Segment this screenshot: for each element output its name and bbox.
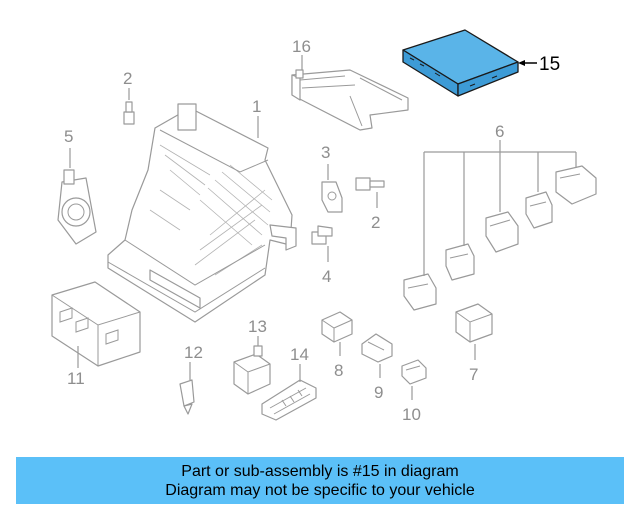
part-number-10: 10 xyxy=(402,405,421,424)
part-15-control-unit[interactable] xyxy=(402,29,519,97)
part-8-clip[interactable] xyxy=(321,311,353,343)
leader-6 xyxy=(423,140,577,276)
part-2-screw-lower[interactable] xyxy=(355,177,385,191)
part-number-2b: 2 xyxy=(371,213,380,232)
part-number-15: 15 xyxy=(539,54,560,75)
part-13-relay[interactable] xyxy=(233,345,271,395)
part-number-9: 9 xyxy=(374,383,383,402)
part-9-bracket[interactable] xyxy=(361,333,393,363)
part-number-8: 8 xyxy=(334,361,343,380)
part-1-fuse-box[interactable] xyxy=(107,103,297,323)
part-3-clip[interactable] xyxy=(321,181,343,213)
part-number-2a: 2 xyxy=(123,69,132,88)
part-number-7: 7 xyxy=(469,365,478,384)
part-6-relay-connectors[interactable] xyxy=(403,165,597,311)
part-10-connector[interactable] xyxy=(401,359,427,385)
part-number-12: 12 xyxy=(184,343,203,362)
part-number-1: 1 xyxy=(252,97,261,116)
part-number-5: 5 xyxy=(64,127,73,146)
info-banner: Part or sub-assembly is #15 in diagram D… xyxy=(16,457,624,504)
part-number-4: 4 xyxy=(322,267,331,286)
part-number-13: 13 xyxy=(248,317,267,336)
parts-diagram: 16 15 2 5 1 3 xyxy=(51,29,597,424)
part-7-relay[interactable] xyxy=(455,303,493,343)
banner-line-1: Part or sub-assembly is #15 in diagram xyxy=(181,462,459,480)
part-number-6: 6 xyxy=(495,122,504,141)
part-11-connector-block[interactable] xyxy=(51,281,141,367)
part-number-11: 11 xyxy=(67,369,85,388)
part-12-fuse[interactable] xyxy=(179,379,195,415)
part-14-fuse-holder[interactable] xyxy=(261,379,317,421)
part-4-bolt[interactable] xyxy=(311,225,333,245)
part-5-speaker[interactable] xyxy=(57,169,97,245)
part-2-screw-upper[interactable] xyxy=(123,101,135,125)
part-number-16: 16 xyxy=(292,37,311,56)
banner-line-2: Diagram may not be specific to your vehi… xyxy=(165,481,475,499)
leader-15-arrow xyxy=(518,60,525,66)
part-number-3: 3 xyxy=(321,143,330,162)
part-16-module[interactable] xyxy=(291,69,409,131)
part-number-14: 14 xyxy=(290,345,309,364)
